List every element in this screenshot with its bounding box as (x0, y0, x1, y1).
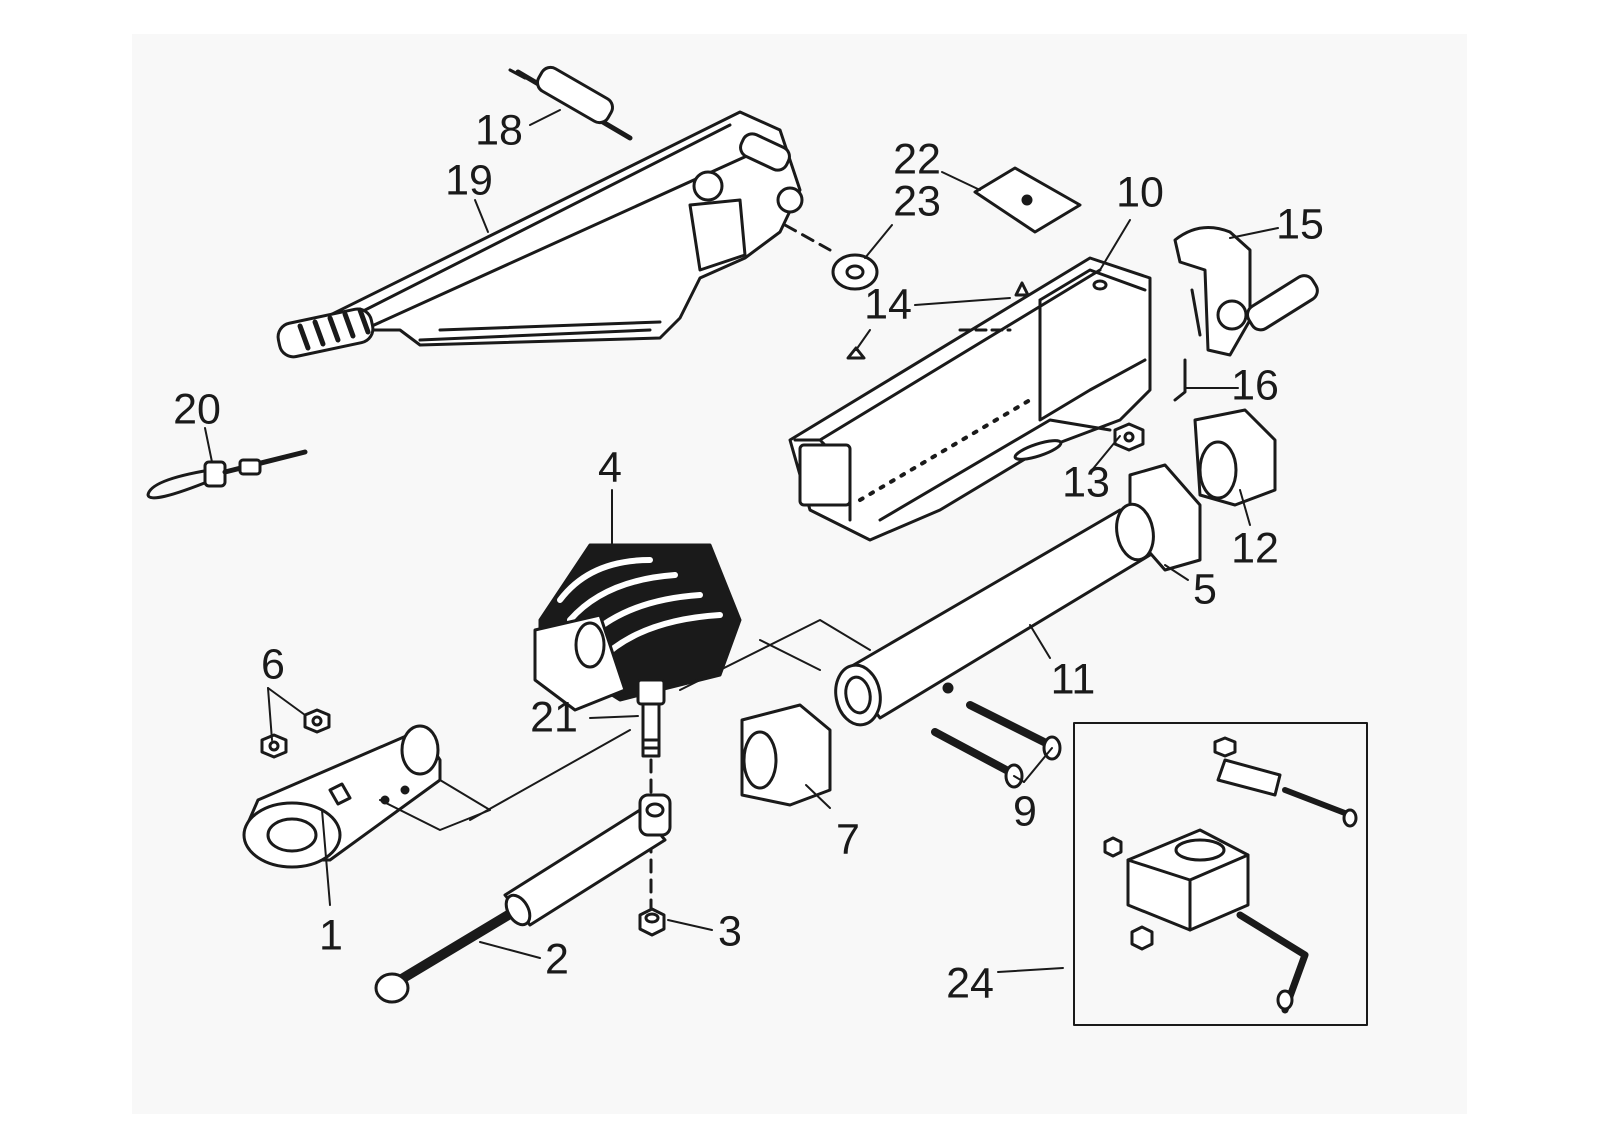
callout-7: 7 (836, 815, 860, 864)
callout-11: 11 (1050, 655, 1096, 704)
part-20-breakaway-cable (146, 449, 308, 500)
part-22-plate (973, 166, 1082, 234)
diagram-background (132, 34, 1467, 1114)
part-6-nuts (260, 708, 331, 759)
callout-10: 10 (1116, 168, 1164, 217)
callout-14: 14 (864, 280, 912, 329)
callout-12: 12 (1231, 524, 1279, 573)
part-3-nut (638, 907, 666, 937)
callout-1: 1 (319, 911, 343, 960)
callout-6: 6 (261, 640, 285, 689)
inset-24-box (1073, 722, 1368, 1026)
callout-22: 22 (893, 135, 941, 184)
leader-lines (204, 109, 1279, 973)
callout-19: 19 (445, 156, 493, 205)
callout-9: 9 (1013, 787, 1037, 836)
part-10-drawbar-housing (788, 256, 1152, 542)
part-2-shock-absorber (374, 793, 672, 1004)
part-14-rivets (846, 281, 1030, 360)
part-4-bellows (533, 543, 742, 712)
callout-15: 15 (1276, 200, 1324, 249)
part-18-pin (508, 65, 633, 141)
part-23-washer (831, 253, 879, 291)
part-15-coupling-catch (1173, 226, 1319, 357)
part-13-nut (1113, 422, 1145, 452)
part-21-bolt (636, 678, 666, 922)
callout-4: 4 (598, 443, 622, 492)
callout-23: 23 (893, 177, 941, 226)
part-16-split-pin (1173, 358, 1187, 402)
part-12-bush (1193, 408, 1277, 507)
callout-24: 24 (946, 959, 994, 1008)
assembly-lines (379, 619, 871, 831)
callout-21: 21 (530, 693, 578, 742)
callout-16: 16 (1231, 361, 1279, 410)
callout-20: 20 (173, 385, 221, 434)
part-11-tube (834, 502, 1155, 727)
callout-13: 13 (1062, 458, 1110, 507)
part-19-handbrake-lever (276, 110, 832, 359)
callout-5: 5 (1193, 565, 1217, 614)
part-9-bolts (931, 701, 1062, 789)
part-7-bush (740, 703, 832, 807)
callout-3: 3 (718, 907, 742, 956)
callout-18: 18 (475, 106, 523, 155)
callout-2: 2 (545, 935, 569, 984)
